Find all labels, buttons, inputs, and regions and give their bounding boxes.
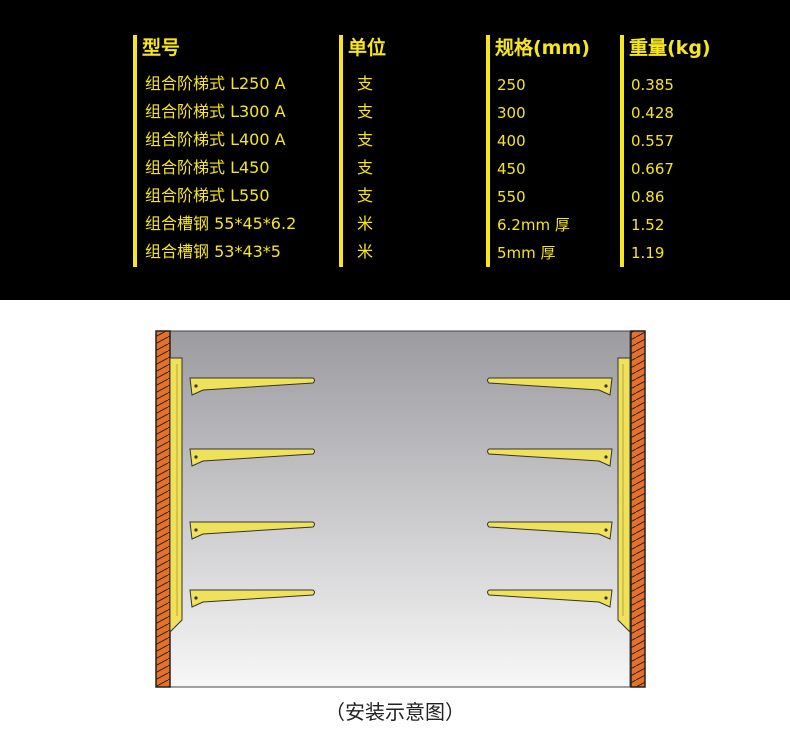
right-bracket bbox=[487, 377, 613, 396]
column-spec: 规格(mm) 250 300 400 450 550 6.2mm 厚 5mm 厚 bbox=[486, 35, 614, 267]
cell-model: 组合槽钢 55*45*6.2 bbox=[145, 214, 297, 233]
cell-weight: 0.557 bbox=[631, 132, 674, 150]
right-wall bbox=[630, 330, 646, 688]
header-unit: 单位 bbox=[348, 37, 387, 59]
tunnel-interior bbox=[169, 330, 631, 688]
cell-unit: 支 bbox=[357, 102, 374, 121]
cell-unit: 支 bbox=[357, 130, 374, 149]
cell-model: 组合阶梯式 L300 A bbox=[145, 102, 286, 121]
header-weight: 重量(kg) bbox=[629, 37, 711, 59]
right-channel-steel bbox=[617, 357, 631, 634]
cell-spec: 550 bbox=[497, 188, 526, 206]
cell-weight: 0.428 bbox=[631, 104, 674, 122]
cell-weight: 0.86 bbox=[631, 188, 665, 206]
left-bracket bbox=[189, 521, 315, 540]
right-bracket bbox=[487, 589, 613, 608]
cell-weight: 1.52 bbox=[631, 216, 665, 234]
diagram-caption: （安装示意图） bbox=[325, 700, 465, 724]
cell-model: 组合阶梯式 L550 bbox=[145, 186, 270, 205]
cell-spec: 250 bbox=[497, 76, 526, 94]
cell-spec: 5mm 厚 bbox=[497, 244, 556, 262]
cell-unit: 米 bbox=[357, 242, 374, 261]
cell-spec: 6.2mm 厚 bbox=[497, 216, 570, 234]
cell-model: 组合槽钢 53*43*5 bbox=[145, 242, 281, 261]
header-spec: 规格(mm) bbox=[495, 37, 590, 59]
left-wall bbox=[155, 330, 171, 688]
right-bracket bbox=[487, 521, 613, 540]
header-model: 型号 bbox=[142, 37, 181, 59]
cell-weight: 0.385 bbox=[631, 76, 674, 94]
column-weight: 重量(kg) 0.385 0.428 0.557 0.667 0.86 1.52… bbox=[620, 35, 760, 267]
cell-weight: 1.19 bbox=[631, 244, 665, 262]
cell-weight: 0.667 bbox=[631, 160, 674, 178]
cell-model: 组合阶梯式 L450 bbox=[145, 158, 270, 177]
column-model: 型号 组合阶梯式 L250 A 组合阶梯式 L300 A 组合阶梯式 L400 … bbox=[133, 35, 333, 267]
cell-spec: 450 bbox=[497, 160, 526, 178]
installation-diagram bbox=[155, 330, 646, 688]
left-bracket bbox=[189, 448, 315, 467]
left-channel-steel bbox=[169, 357, 183, 634]
column-unit: 单位 支 支 支 支 支 米 米 bbox=[339, 35, 479, 267]
cell-spec: 300 bbox=[497, 104, 526, 122]
left-bracket bbox=[189, 589, 315, 608]
right-bracket bbox=[487, 448, 613, 467]
cell-unit: 米 bbox=[357, 214, 374, 233]
cell-unit: 支 bbox=[357, 74, 374, 93]
left-bracket bbox=[189, 377, 315, 396]
cell-unit: 支 bbox=[357, 158, 374, 177]
cell-model: 组合阶梯式 L250 A bbox=[145, 74, 286, 93]
cell-unit: 支 bbox=[357, 186, 374, 205]
cell-spec: 400 bbox=[497, 132, 526, 150]
cell-model: 组合阶梯式 L400 A bbox=[145, 130, 286, 149]
spec-table: 型号 组合阶梯式 L250 A 组合阶梯式 L300 A 组合阶梯式 L400 … bbox=[0, 0, 790, 300]
